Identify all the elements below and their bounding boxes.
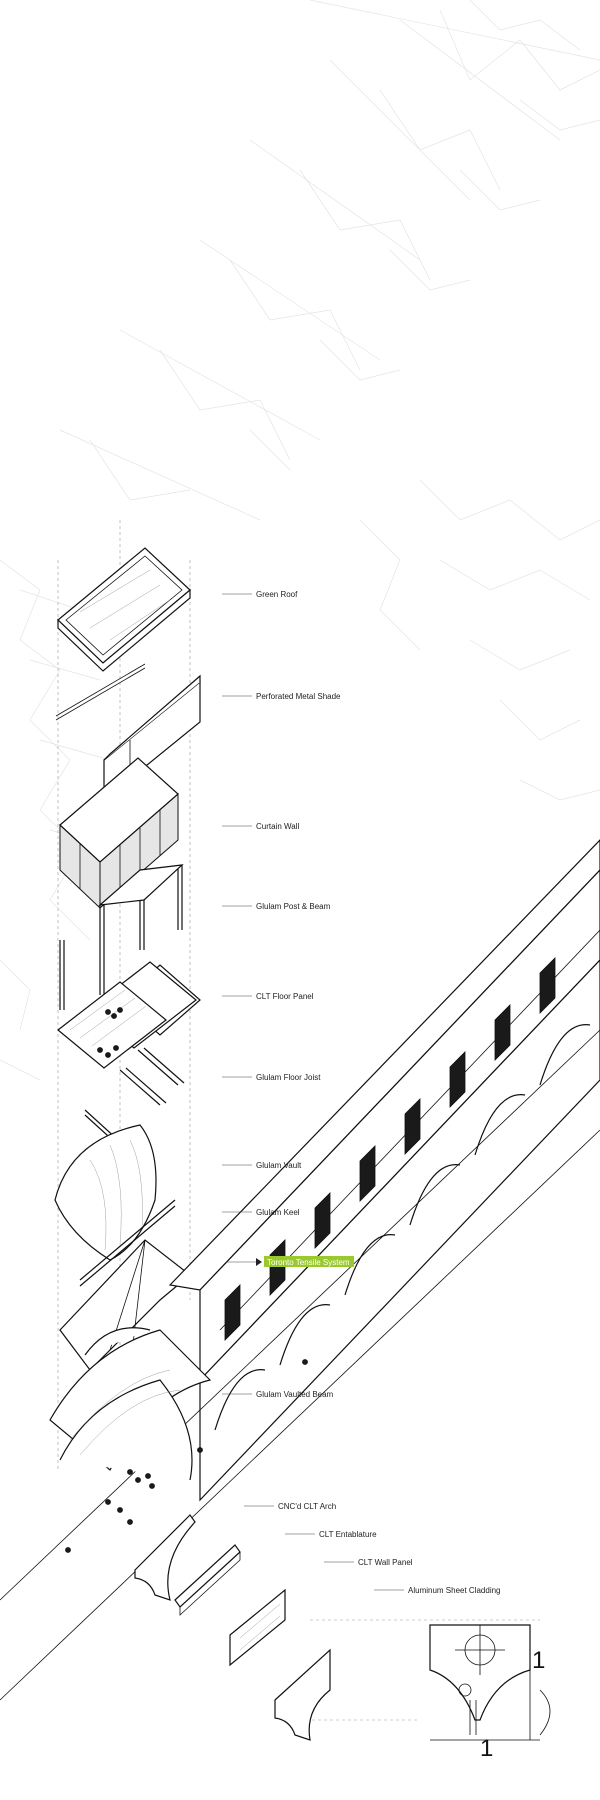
label-perforated-metal-shade: Perforated Metal Shade (256, 692, 341, 701)
label-clt-wall-panel: CLT Wall Panel (358, 1558, 413, 1567)
label-glulam-vaulted-beam: Glulam Vaulted Beam (256, 1390, 334, 1399)
aluminum-sheet-cladding-component (274, 1648, 331, 1741)
glulam-post-beam-component (98, 864, 184, 995)
tensile-system-highlight (264, 1256, 354, 1267)
background-pattern (0, 0, 600, 1081)
label-toronto-tensile-system: Toronto Tensile System (267, 1258, 350, 1267)
tensile-system-arrow-icon (256, 1258, 262, 1266)
glulam-floor-joist-component (119, 1047, 185, 1106)
clt-floor-panel-component (57, 940, 201, 1069)
label-glulam-keel: Glulam Keel (256, 1208, 300, 1217)
glulam-vaulted-beam-component (49, 1329, 212, 1481)
section-detail (429, 1624, 551, 1741)
glulam-vault-component (54, 1109, 157, 1261)
clt-entablature-component (174, 1544, 241, 1616)
label-glulam-post-beam: Glulam Post & Beam (256, 902, 331, 911)
label-glulam-floor-joist: Glulam Floor Joist (256, 1073, 321, 1082)
label-green-roof: Green Roof (256, 590, 298, 599)
tensile-system-component (59, 1239, 191, 1371)
clt-wall-panel-component (229, 1588, 286, 1667)
section-mark-bottom: 1 (480, 1735, 493, 1762)
arcade-building (0, 839, 600, 1701)
label-clt-floor-panel: CLT Floor Panel (256, 992, 314, 1001)
section-mark-side: 1 (532, 1647, 545, 1674)
label-clt-entablature: CLT Entablature (319, 1530, 377, 1539)
label-curtain-wall: Curtain Wall (256, 822, 299, 831)
label-glulam-vault: Glulam Vault (256, 1161, 302, 1170)
cnc-clt-arch-component (134, 1514, 196, 1601)
glulam-keel-component (79, 1199, 176, 1287)
label-cnc-clt-arch: CNC'd CLT Arch (278, 1502, 336, 1511)
pedestrians (65, 1359, 308, 1553)
label-aluminum-sheet-cladding: Aluminum Sheet Cladding (408, 1586, 501, 1595)
green-roof-component (57, 547, 191, 672)
leader-lines (222, 593, 404, 1591)
